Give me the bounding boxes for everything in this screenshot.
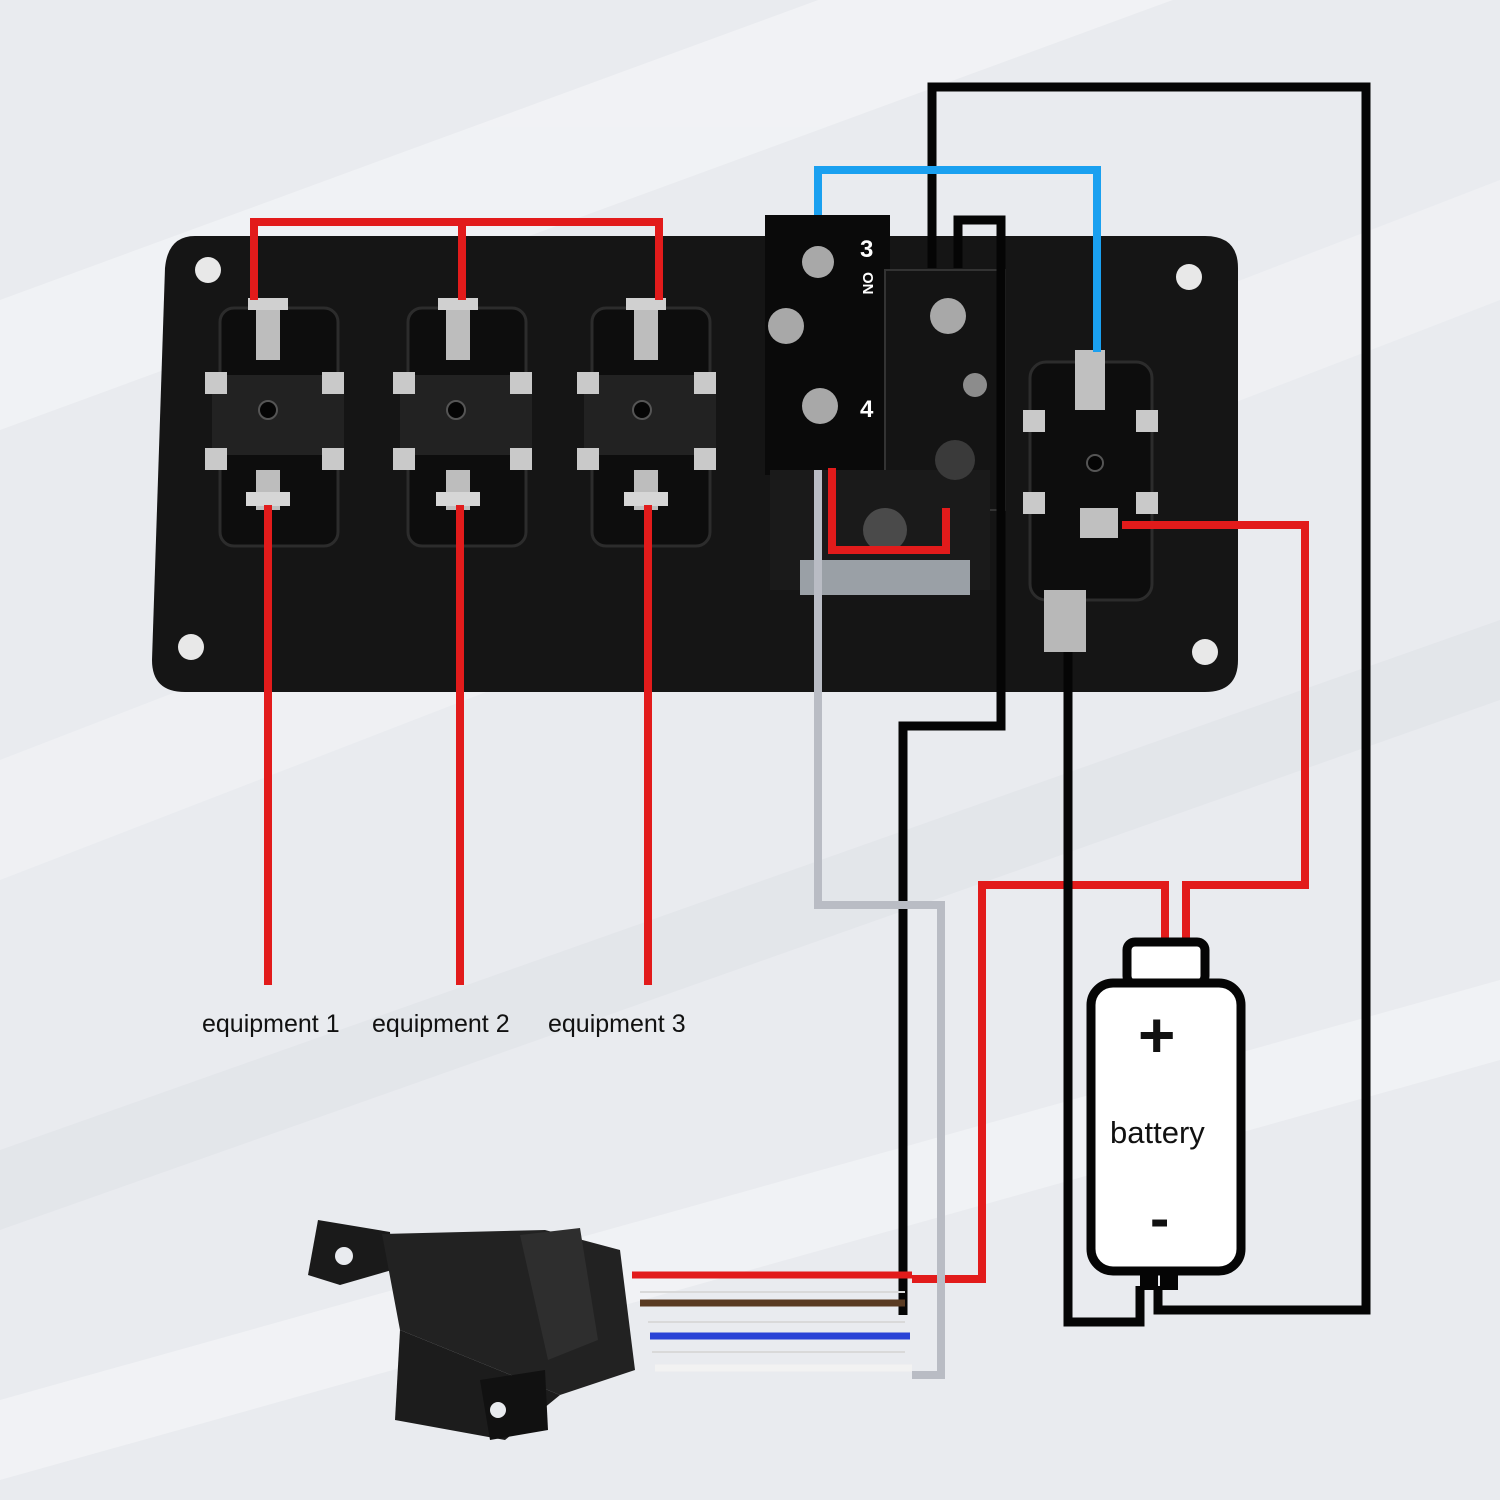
equipment-3-label: equipment 3 (548, 1010, 686, 1038)
mount-hole (1192, 639, 1218, 665)
toggle-switch-3 (577, 298, 716, 548)
mount-hole (178, 634, 204, 660)
equipment-2-label: equipment 2 (372, 1010, 510, 1038)
toggle-switch-1 (205, 298, 344, 548)
toggle-switch-2 (393, 298, 532, 548)
wire-blue (814, 166, 1101, 352)
battery-negative-symbol: - (1150, 1186, 1170, 1251)
terminal-on-label: ON (859, 272, 876, 295)
wire-black-rocker-ground (1063, 652, 1145, 1327)
battery-positive-symbol: + (1138, 999, 1176, 1071)
relay-mount-hole (490, 1402, 506, 1418)
terminal-4-label: 4 (860, 396, 874, 423)
wire-gray (814, 470, 945, 1379)
wire-red-bus (250, 218, 663, 300)
wire-red-rocker-to-battery (1122, 521, 1309, 940)
relay-mount-hole (335, 1247, 353, 1265)
wire-red-ignition-loop (828, 468, 950, 554)
battery-label: battery (1110, 1115, 1205, 1150)
relay (308, 1220, 635, 1440)
battery-icon (1086, 937, 1246, 1290)
wire-black-ignition-ground (898, 215, 1006, 1315)
mount-hole (195, 257, 221, 283)
mount-hole (1176, 264, 1202, 290)
wire-red-battery-positive (912, 881, 1169, 1283)
equipment-1-label: equipment 1 (202, 1010, 340, 1038)
wire-black-battery-negative-loop (927, 82, 1371, 1315)
terminal-3-label: 3 (860, 236, 874, 263)
ignition-switch-block (765, 215, 1006, 595)
rocker-switch (1023, 350, 1158, 652)
